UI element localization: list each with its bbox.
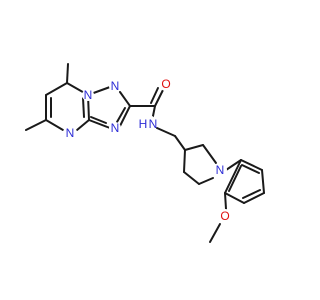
- bond: [174, 135, 186, 151]
- bond: [202, 144, 217, 164]
- bond: [119, 91, 131, 107]
- bond: [90, 116, 107, 124]
- carbonyl-o-label: O: [159, 77, 173, 91]
- bond: [25, 119, 47, 131]
- bond: [261, 169, 265, 194]
- atom-label: N: [111, 79, 120, 93]
- triazole-n-label: N: [109, 121, 121, 135]
- atom-label: O: [220, 209, 229, 223]
- atom-label: N: [84, 88, 93, 102]
- atom-labels: N N N N O H N: [63, 77, 232, 223]
- bond: [88, 119, 111, 129]
- triazole-n-label: N: [63, 126, 77, 140]
- bond: [209, 223, 221, 243]
- bond: [183, 149, 186, 173]
- molecule-structure: N N N N O H N: [25, 63, 265, 243]
- atom-label: N: [111, 121, 120, 135]
- bond: [66, 63, 69, 84]
- atom-label: H: [139, 117, 148, 131]
- bond: [241, 164, 260, 174]
- bond: [228, 165, 242, 192]
- bonds: [25, 63, 265, 243]
- bond: [224, 192, 245, 204]
- bond: [76, 119, 90, 131]
- triazole-n-label: N: [82, 88, 94, 102]
- bond: [150, 87, 159, 104]
- bond: [45, 82, 68, 96]
- bond: [183, 171, 200, 185]
- bond: [116, 107, 126, 123]
- bond: [119, 105, 131, 127]
- bond: [184, 144, 204, 151]
- structure-drawing: N N N N O H N: [25, 63, 265, 243]
- bond: [198, 177, 214, 185]
- triazole-n-label: N: [109, 79, 121, 93]
- bond: [243, 192, 265, 204]
- bond: [154, 89, 164, 107]
- bond: [240, 159, 263, 171]
- atom-label: N: [216, 163, 225, 177]
- bond: [224, 192, 227, 210]
- atom-label: N: [149, 117, 158, 131]
- bond: [224, 159, 242, 194]
- bond: [242, 189, 261, 199]
- atom-label: N: [66, 126, 75, 140]
- pyrrolidine-n-label: N: [213, 163, 227, 177]
- amide-nh-label: H N: [139, 115, 158, 133]
- bond: [156, 127, 176, 137]
- methoxy-o-label: O: [218, 209, 232, 223]
- bond: [225, 159, 242, 171]
- atom-label: O: [161, 77, 170, 91]
- bond: [82, 97, 85, 118]
- bond: [45, 119, 64, 131]
